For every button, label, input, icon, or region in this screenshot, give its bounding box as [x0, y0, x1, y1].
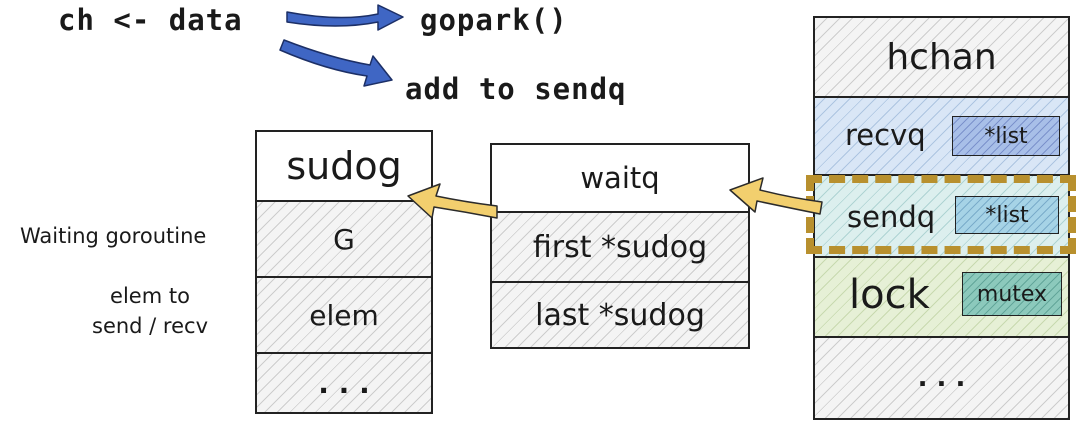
sudog-elem-cell: elem [255, 276, 433, 354]
waitq-title: waitq [580, 161, 660, 195]
waitq-first-label: first *sudog [532, 229, 708, 265]
elem-label-line1: elem to [110, 284, 190, 308]
waitq-first-cell: first *sudog [490, 211, 750, 283]
recvq-list-tag: *list [952, 116, 1060, 156]
sudog-title: sudog [286, 144, 402, 188]
waiting-goroutine-label: Waiting goroutine [20, 224, 207, 248]
lock-mutex-tag: mutex [962, 272, 1062, 316]
add-to-sendq-text: add to sendq [405, 72, 627, 106]
sudog-g-label: G [333, 222, 355, 256]
waitq-title-cell: waitq [490, 143, 750, 213]
recvq-label: recvq [845, 118, 926, 152]
hchan-more-cell: . . . [813, 336, 1070, 420]
sendq-flow-arrow-icon [279, 39, 393, 87]
lock-label: lock [849, 272, 930, 318]
hchan-title: hchan [886, 36, 997, 78]
sudog-more-cell: . . . [255, 352, 433, 414]
gopark-flow-arrow-icon [286, 4, 404, 31]
hchan-more-label: . . . [917, 363, 966, 393]
sudog-elem-label: elem [309, 298, 379, 332]
elem-label-line2: send / recv [92, 314, 208, 338]
waitq-last-cell: last *sudog [490, 281, 750, 349]
send-statement: ch <- data [58, 3, 243, 37]
sudog-g-cell: G [255, 200, 433, 278]
sudog-more-label: . . . [318, 366, 370, 400]
gopark-call: gopark() [420, 3, 568, 37]
sudog-title-cell: sudog [255, 130, 433, 202]
waitq-last-label: last *sudog [535, 297, 705, 333]
hchan-title-cell: hchan [813, 16, 1070, 98]
sendq-list-tag: *list [955, 196, 1059, 234]
sendq-label: sendq [847, 200, 936, 234]
